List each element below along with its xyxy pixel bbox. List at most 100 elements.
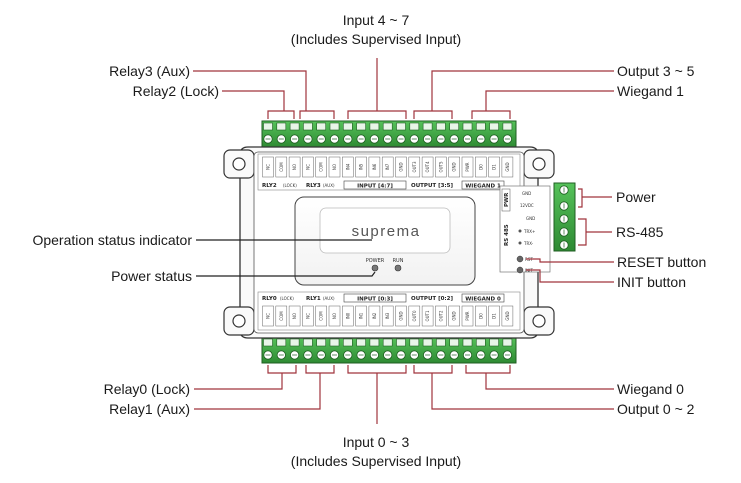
leader-lines	[193, 58, 614, 424]
label-input-0-3: INPUT [0:3]	[357, 297, 393, 303]
callout-output-0-2: Output 0 ~ 2	[617, 401, 695, 417]
led-run-label: RUN	[393, 258, 404, 264]
pin-label: COM	[279, 311, 284, 321]
led-power-label: POWER	[366, 258, 385, 264]
pin-label: IN6	[372, 163, 377, 170]
top-screws	[263, 122, 513, 144]
reset-button[interactable]	[516, 255, 524, 263]
side-12vdc-label: 12VDC	[520, 203, 534, 208]
pin-label: COM	[319, 162, 324, 172]
bottom-screws	[263, 338, 513, 360]
callout-relay0: Relay0 (Lock)	[104, 381, 190, 397]
callout-relay1: Relay1 (Aux)	[109, 401, 190, 417]
terminal-slot	[382, 122, 393, 131]
pin-cell	[461, 156, 474, 178]
terminal-slot	[329, 122, 340, 131]
label-wiegand-1: WIEGAND 1	[465, 184, 501, 190]
callout-input-4-7-sub: (Includes Supervised Input)	[291, 31, 461, 47]
callout-operation-status: Operation status indicator	[32, 232, 192, 248]
pin-cell	[328, 305, 341, 327]
callout-wiegand-1: Wiegand 1	[617, 83, 684, 99]
callout-output-3-5: Output 3 ~ 5	[617, 63, 695, 79]
pin-cell	[501, 305, 514, 327]
callout-reset-button: RESET button	[617, 254, 706, 270]
terminal-slot	[502, 122, 513, 131]
callout-power-status: Power status	[111, 268, 192, 284]
terminal-slot	[276, 122, 287, 131]
callout-relay3: Relay3 (Aux)	[109, 63, 190, 79]
terminal-slot	[409, 122, 420, 131]
pin-cell	[475, 156, 487, 178]
pin-cell	[381, 156, 394, 178]
terminal-slot	[409, 338, 420, 347]
pin-label: OUT5	[438, 161, 443, 173]
pin-cell	[355, 305, 367, 327]
side-panel: PWR GND 12VDC RS 485 GND TRX+ TRX- RST I…	[499, 185, 551, 274]
pin-label: NO	[332, 313, 337, 319]
pin-label: D1	[492, 164, 497, 170]
label-rly3-sub: (AUX)	[323, 183, 335, 188]
label-wiegand-0: WIEGAND 0	[465, 297, 501, 303]
pin-label: NC	[266, 313, 271, 319]
side-trx-plus-label: TRX+	[523, 229, 535, 234]
pin-label: GND	[452, 311, 457, 320]
init-button[interactable]	[516, 266, 524, 274]
terminal-slot	[303, 338, 313, 347]
pin-label: D1	[492, 313, 497, 319]
terminal-slot	[489, 122, 499, 131]
pin-cell	[342, 305, 354, 327]
pin-label: GND	[505, 311, 510, 320]
terminal-slot	[475, 338, 486, 347]
callout-power: Power	[616, 189, 656, 205]
terminal-slot	[369, 122, 380, 131]
pin-cell	[275, 305, 288, 327]
pin-label: GND	[452, 162, 457, 171]
pin-cell	[408, 305, 421, 327]
pin-label: GND	[399, 162, 404, 171]
pin-label: COM	[319, 311, 324, 321]
terminal-slot	[382, 338, 393, 347]
terminal-slot	[303, 122, 313, 131]
bottom-terminal-block	[261, 336, 517, 364]
terminal-slot	[316, 338, 327, 347]
terminal-slot	[276, 338, 287, 347]
pin-cell	[288, 305, 301, 327]
pin-label: D0	[478, 313, 483, 319]
terminal-slot	[462, 122, 473, 131]
pin-cell	[435, 305, 447, 327]
terminal-slot	[396, 338, 406, 347]
terminal-slot	[422, 122, 433, 131]
pin-cell	[488, 305, 500, 327]
callout-input-4-7: Input 4 ~ 7	[343, 12, 410, 28]
terminal-slot	[449, 122, 460, 131]
pin-cell	[408, 156, 421, 178]
label-input-4-7: INPUT [4:7]	[357, 184, 393, 190]
terminal-slot	[342, 338, 353, 347]
label-rly1: RLY1	[306, 296, 321, 302]
pin-cell	[262, 156, 274, 178]
label-rly0-sub: (LOCK)	[280, 296, 294, 301]
label-rly0: RLY0	[262, 296, 277, 302]
pin-cell	[328, 156, 341, 178]
side-trx-minus-label: TRX-	[523, 241, 534, 246]
pin-cell	[302, 305, 314, 327]
pin-label: GND	[399, 311, 404, 320]
pin-cell	[368, 156, 381, 178]
terminal-slot	[396, 122, 406, 131]
pin-label: IN3	[385, 312, 390, 319]
pin-cell	[435, 156, 447, 178]
brand-logo: suprema	[352, 223, 421, 240]
pin-cell	[421, 305, 434, 327]
terminal-slot	[449, 338, 460, 347]
pin-cell	[475, 305, 487, 327]
pin-label: OUT4	[425, 161, 430, 173]
pin-cell	[275, 156, 288, 178]
pin-label: D0	[478, 164, 483, 170]
pin-label: OUT1	[425, 310, 430, 322]
pin-label: NC	[266, 164, 271, 170]
pin-cell	[501, 156, 514, 178]
pin-label: COM	[279, 162, 284, 172]
label-rly2-sub: (LOCK)	[283, 183, 297, 188]
